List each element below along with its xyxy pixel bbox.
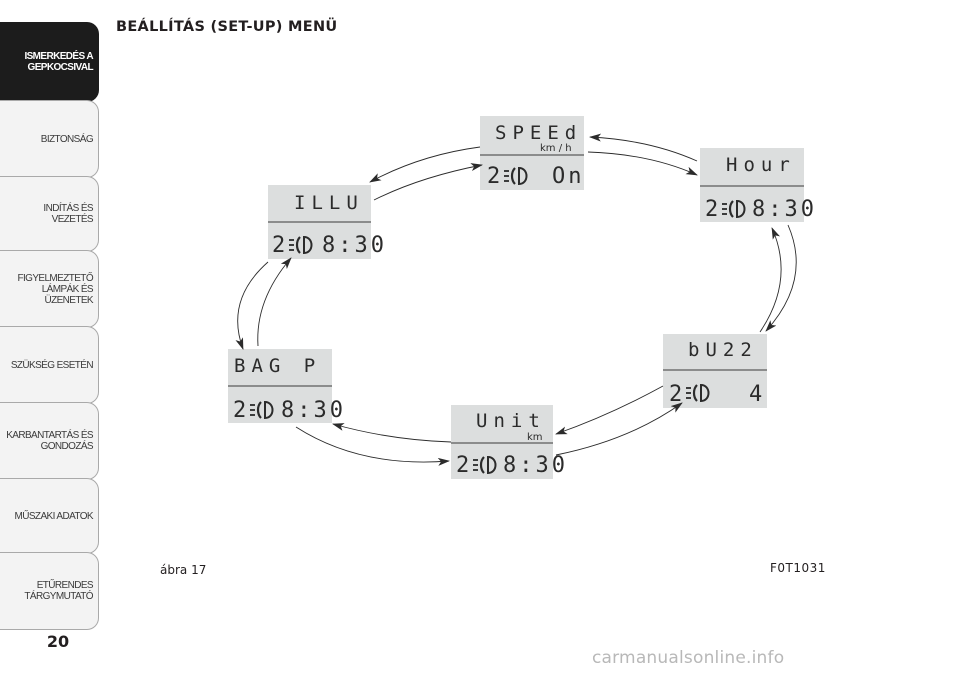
display-illu-digit: 2 — [272, 233, 288, 258]
tab-inditas[interactable]: INDÍTÁS ÉS VEZETÉS — [0, 176, 99, 252]
arrow-speed-to-hour — [587, 151, 698, 176]
display-buzz-label: bU22 — [688, 339, 758, 361]
tab-biztonsag[interactable]: BIZTONSÁG — [0, 100, 99, 178]
display-hour: Hour 2 8:30 — [700, 148, 817, 222]
display-speed-unit: km / h — [540, 143, 572, 154]
arrow-unit-to-bag — [332, 423, 452, 443]
display-unit: Unit km 2 8:30 — [451, 405, 568, 479]
page-title: BEÁLLÍTÁS (SET-UP) MENÜ — [116, 19, 338, 35]
display-illu: ILLU 2 8:30 — [268, 185, 387, 259]
display-bag-value: 8:30 — [281, 398, 346, 423]
arrow-hour-to-buzz — [765, 224, 797, 332]
tab-szukseg[interactable]: SZÜKSÉG ESETÉN — [0, 326, 99, 404]
display-unit-unit: km — [527, 432, 543, 443]
tab-muszaki[interactable]: MŰSZAKI ADATOK — [0, 478, 99, 554]
arrow-buzz-to-unit — [555, 385, 664, 435]
arrow-buzz-to-hour — [759, 227, 782, 333]
tab-ismerkedes[interactable]: ISMERKEDÉS A GEPKOCSIVAL — [0, 22, 99, 102]
page-number: 20 — [46, 632, 70, 651]
display-unit-digit: 2 — [456, 453, 472, 478]
display-buzz-value: 4 — [749, 382, 765, 407]
display-speed-label: SPEEd — [495, 122, 582, 144]
display-unit-value: 8:30 — [503, 453, 568, 478]
display-speed: SPEEd km / h 2 On — [480, 116, 585, 190]
display-hour-value: 8:30 — [752, 197, 817, 222]
arrow-bag-to-illu — [257, 257, 292, 347]
arrow-speed-to-illu — [369, 146, 481, 183]
display-bag-digit: 2 — [233, 398, 249, 423]
tab-karbantartas[interactable]: KARBANTARTÁS ÉS GONDOZÁS — [0, 402, 99, 480]
arrow-illu-to-bag — [235, 261, 269, 350]
display-bag: BAG P 2 8:30 — [228, 349, 346, 423]
navigation-arrows — [235, 133, 797, 466]
arrow-illu-to-speed — [373, 163, 483, 201]
watermark: carmanualsonline.info — [592, 648, 785, 668]
display-illu-value: 8:30 — [322, 233, 387, 258]
tab-targymutato[interactable]: ETŰRENDES TÁRGYMUTATÓ — [0, 552, 99, 630]
figure-code: F0T1031 — [770, 561, 826, 575]
display-buzz-digit: 2 — [669, 382, 685, 407]
display-unit-label: Unit — [476, 410, 546, 432]
figure-caption: ábra 17 — [160, 563, 206, 577]
display-buzz: bU22 2 4 — [663, 334, 767, 408]
arrow-bag-to-unit — [295, 426, 450, 466]
display-hour-digit: 2 — [705, 197, 721, 222]
arrow-hour-to-speed — [589, 133, 698, 162]
arrow-unit-to-buzz — [555, 402, 683, 456]
display-illu-label: ILLU — [294, 192, 364, 214]
display-speed-value: On — [552, 164, 585, 189]
display-bag-label: BAG P — [234, 355, 321, 377]
display-speed-digit: 2 — [487, 164, 503, 189]
display-hour-label: Hour — [726, 154, 796, 176]
